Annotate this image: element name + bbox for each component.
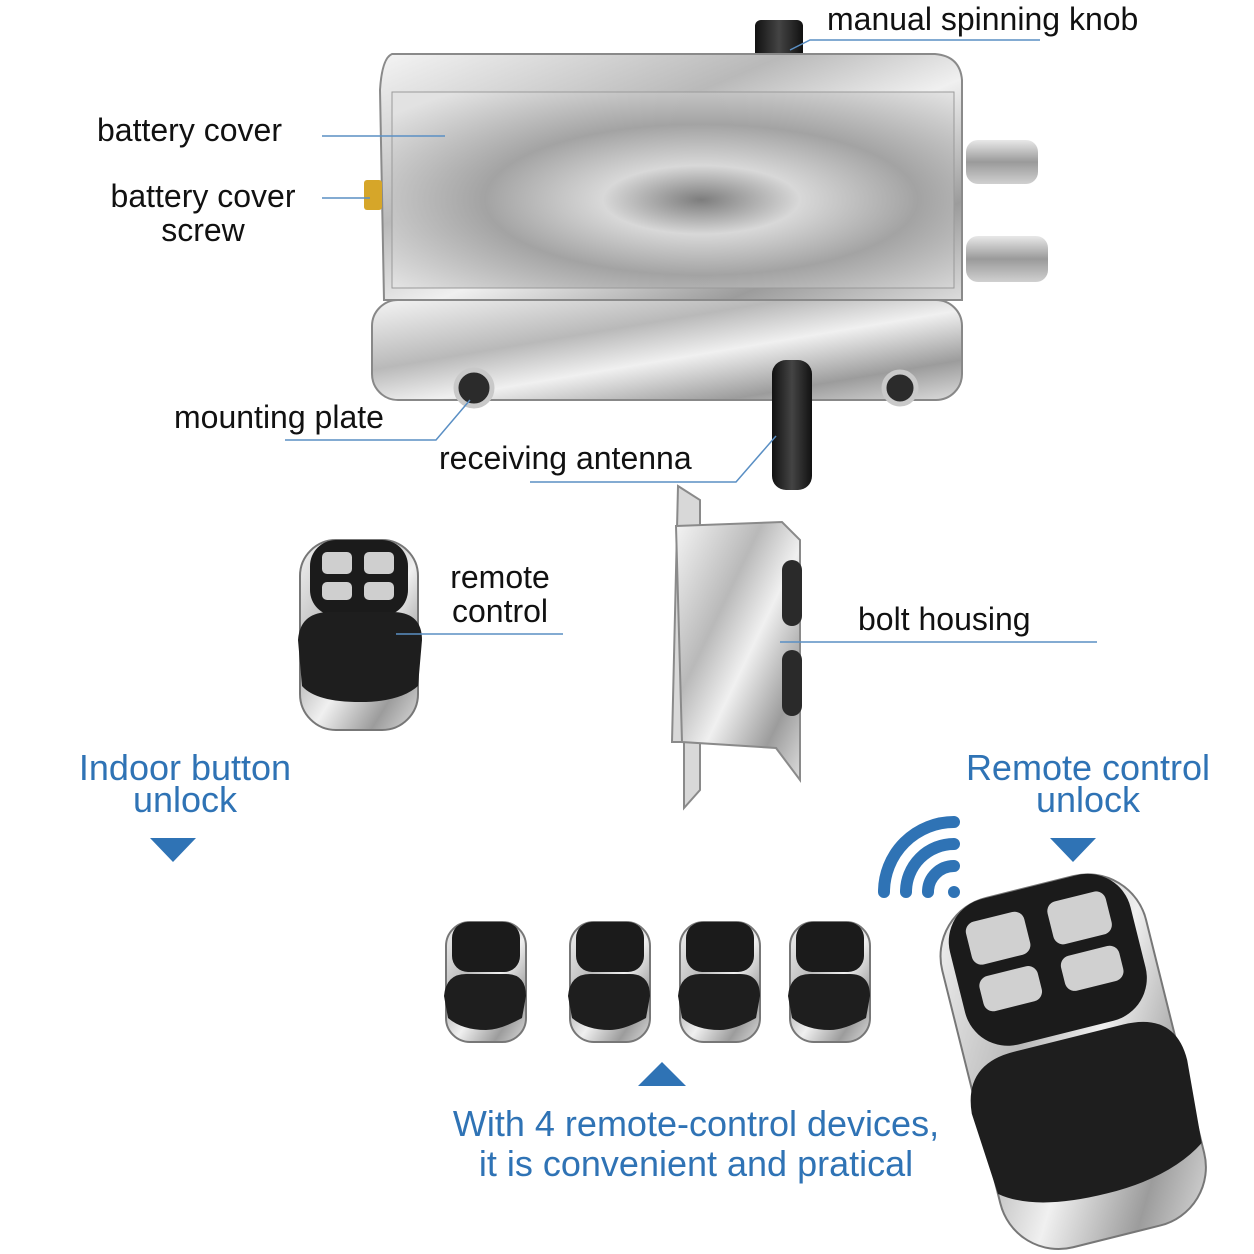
- leader-mounting-plate: [285, 399, 471, 441]
- label-remote-control-line2: control: [451, 593, 549, 629]
- caption-four-remotes: With 4 remote-control devices, it is con…: [404, 1104, 988, 1184]
- caption-line2: it is convenient and pratical: [478, 1143, 914, 1184]
- manual-knob: [755, 20, 803, 62]
- bolt-housing-shape: [670, 484, 802, 811]
- remote-small-4: [788, 921, 871, 1043]
- label-battery-cover: battery cover: [97, 112, 282, 148]
- label-bolt-housing: bolt housing: [858, 601, 1031, 637]
- battery-cover-shape: [391, 91, 955, 289]
- callout-remote-line2: unlock: [1035, 779, 1141, 820]
- leader-manual-knob: [789, 39, 1040, 51]
- lock-body: [364, 20, 1048, 490]
- bolt-rod-lower: [966, 236, 1048, 282]
- label-battery-cover-screw-line2: screw: [161, 212, 245, 248]
- wireless-signal-icon: [878, 816, 960, 898]
- remote-small-3: [678, 921, 761, 1043]
- mounting-hole-left: [453, 367, 495, 409]
- battery-cover-screw-shape: [364, 180, 382, 210]
- label-remote-control: remote control: [440, 560, 560, 628]
- leader-lines: [285, 39, 1097, 643]
- bolt-rod-upper: [966, 140, 1038, 184]
- callout-remote-control-unlock: Remote control unlock: [940, 747, 1236, 820]
- leader-receiving-antenna: [530, 435, 777, 483]
- receiving-antenna-shape: [772, 360, 812, 490]
- label-remote-control-line1: remote: [450, 559, 550, 595]
- up-arrow-icon: [638, 1062, 686, 1086]
- label-mounting-plate: mounting plate: [174, 399, 384, 435]
- down-arrow-icon: [1050, 838, 1096, 862]
- remote-large: [939, 873, 1207, 1251]
- down-arrow-icon: [150, 838, 196, 862]
- label-receiving-antenna: receiving antenna: [439, 440, 692, 476]
- remote-small-2: [568, 921, 651, 1043]
- callout-indoor-button-unlock: Indoor button unlock: [50, 747, 320, 820]
- remote-medium: [298, 539, 422, 731]
- label-manual-spinning-knob: manual spinning knob: [827, 1, 1139, 37]
- callout-indoor-line2: unlock: [132, 779, 238, 820]
- callout-remote-line1: Remote control: [965, 747, 1211, 788]
- label-battery-cover-screw-line1: battery cover: [110, 178, 296, 214]
- callout-indoor-line1: Indoor button: [78, 747, 292, 788]
- caption-line1: With 4 remote-control devices,: [452, 1103, 940, 1144]
- remote-small-1: [444, 921, 527, 1043]
- label-battery-cover-screw: battery cover screw: [90, 179, 316, 247]
- mounting-hole-right: [881, 369, 919, 407]
